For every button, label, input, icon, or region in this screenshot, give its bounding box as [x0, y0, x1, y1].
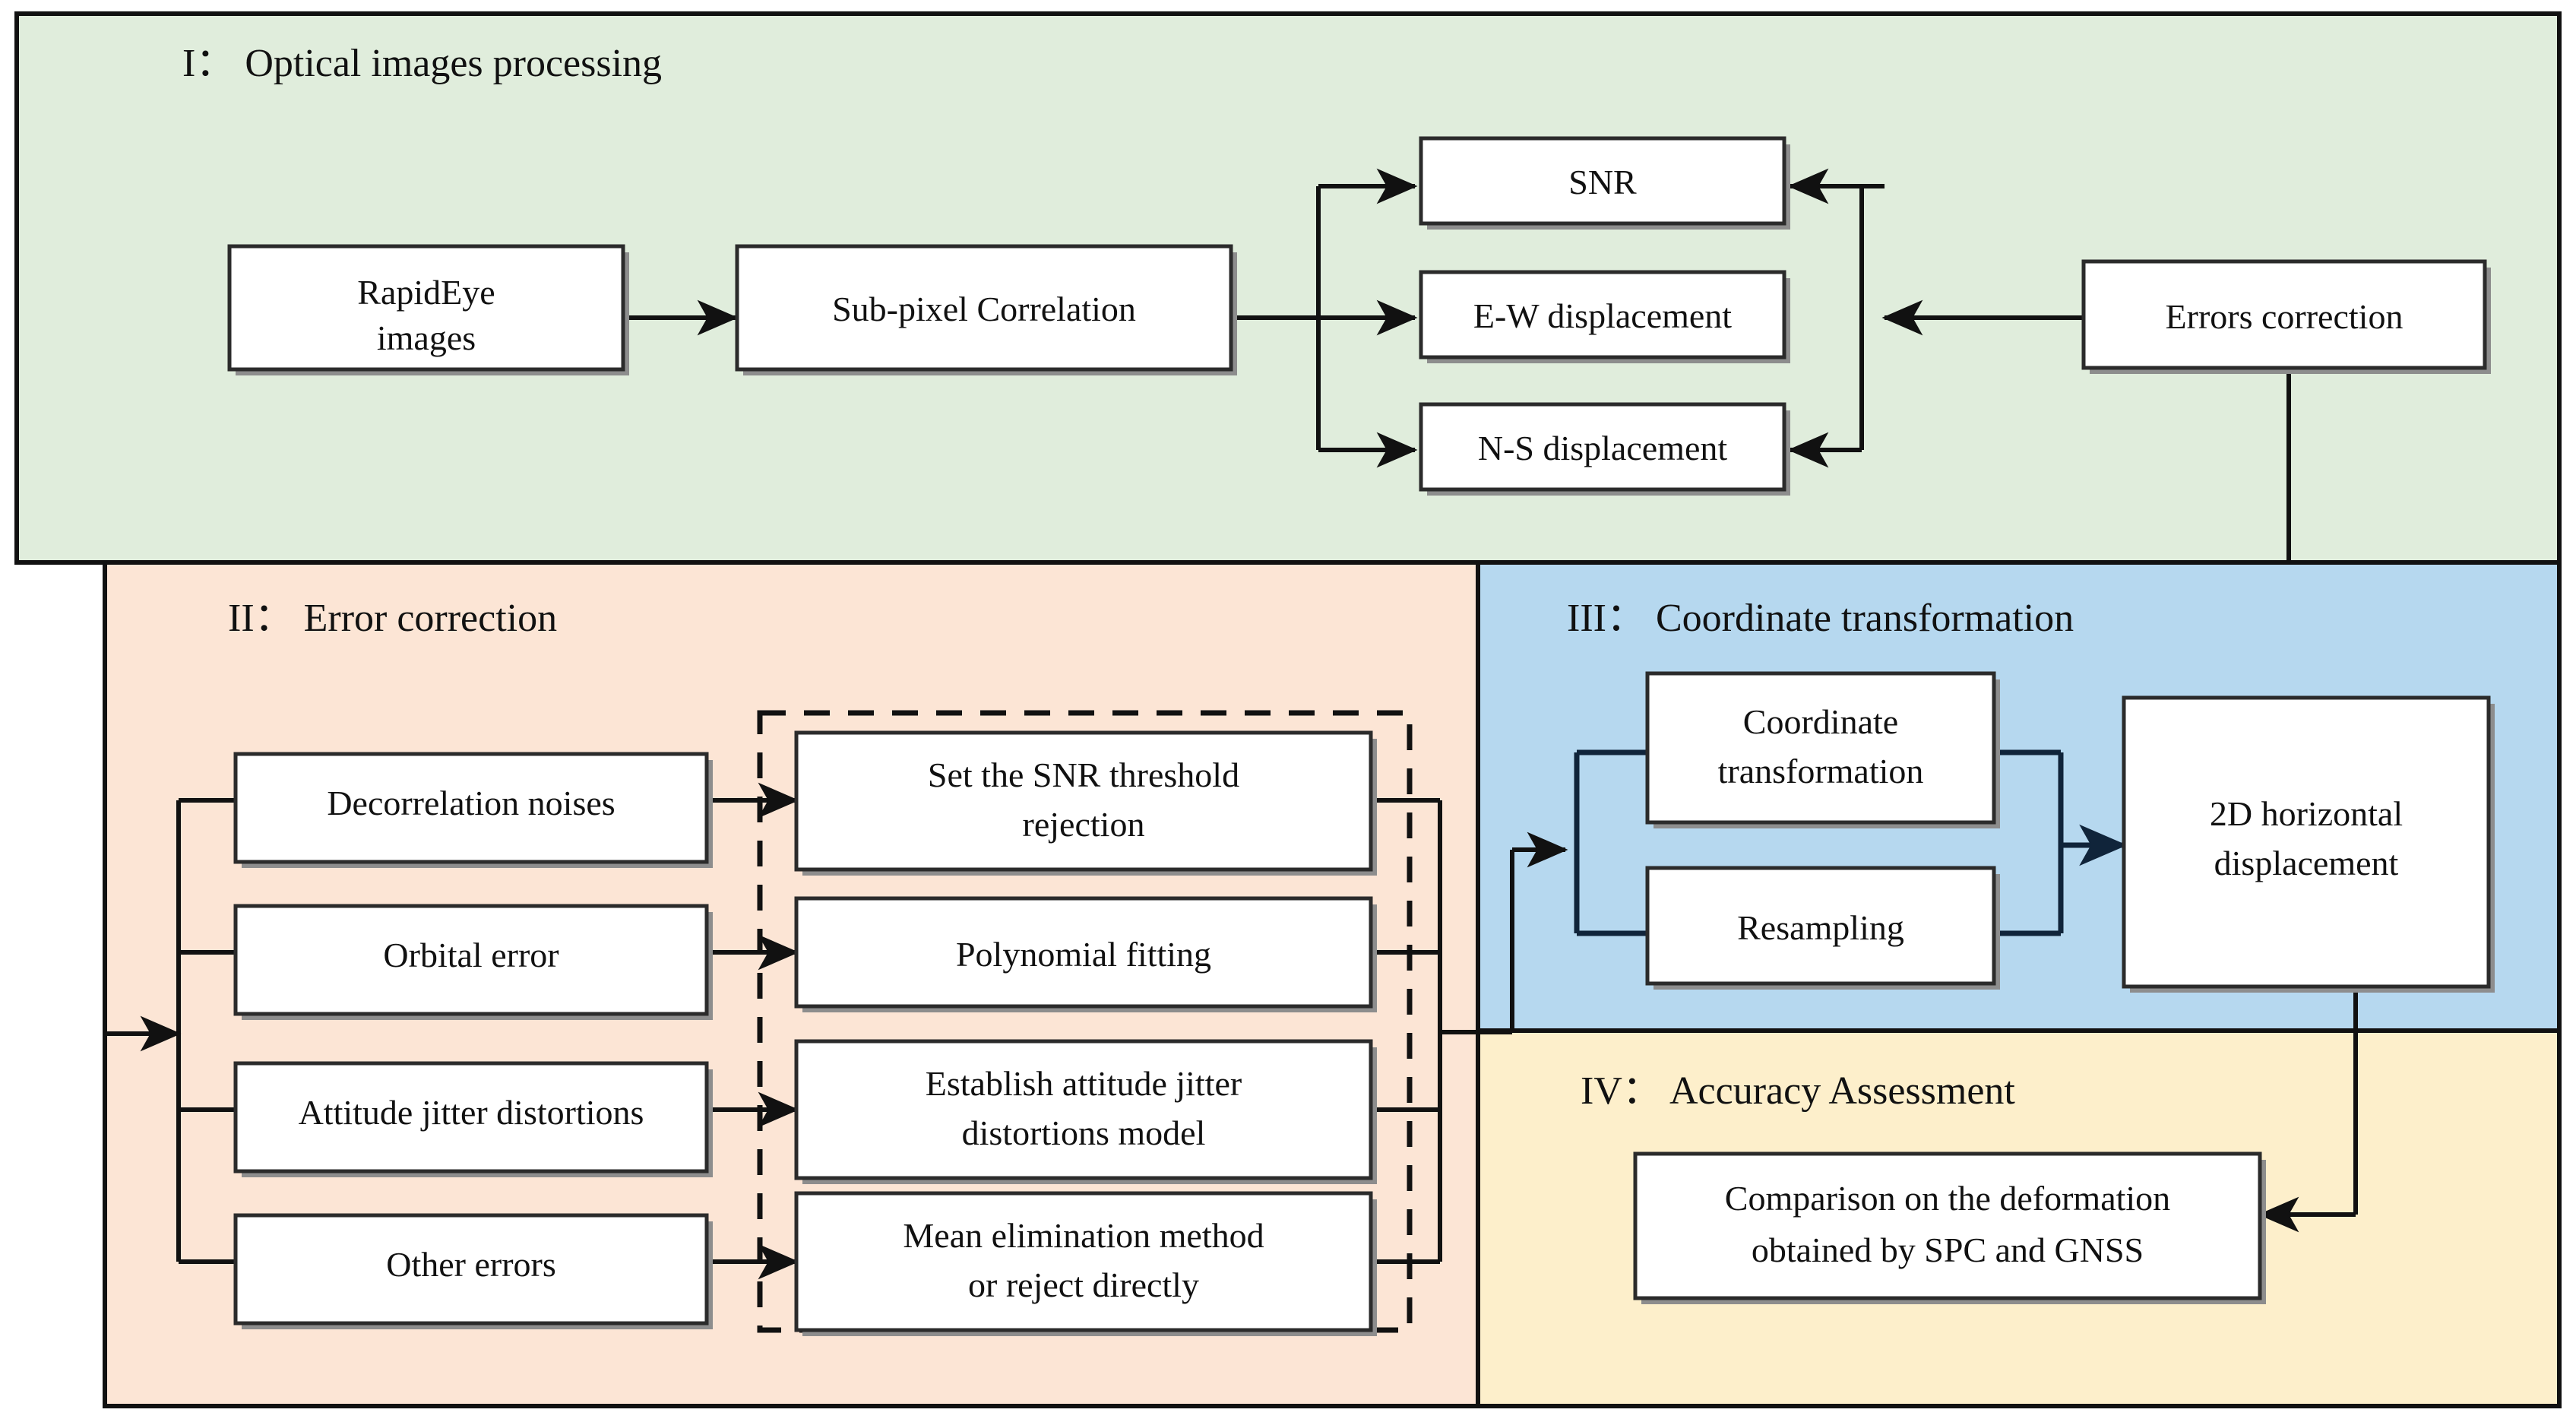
node-label: Decorrelation noises — [327, 784, 615, 822]
node-label: distortions model — [962, 1113, 1206, 1152]
node-label: obtained by SPC and GNSS — [1752, 1231, 2144, 1269]
node-ew-displacement[interactable]: E-W displacement — [1419, 270, 1790, 363]
node-label: N-S displacement — [1478, 429, 1728, 467]
node-set-snr-threshold-rejection[interactable]: Set the SNR threshold rejection — [794, 730, 1377, 876]
node-label: Coordinate — [1743, 702, 1898, 741]
node-label: displacement — [2214, 844, 2399, 882]
node-attitude-jitter-distortions[interactable]: Attitude jitter distortions — [233, 1061, 713, 1177]
node-label: Set the SNR threshold — [928, 755, 1239, 794]
node-coordinate-transformation[interactable]: Coordinate transformation — [1645, 671, 2000, 828]
node-label: or reject directly — [968, 1265, 1199, 1304]
node-label: E-W displacement — [1473, 296, 1732, 335]
node-other-errors[interactable]: Other errors — [233, 1213, 713, 1329]
edges-section-ii — [105, 782, 1512, 1280]
node-label: SNR — [1568, 163, 1637, 201]
panel-title-i: I： Optical images processing — [182, 42, 662, 85]
node-label: rejection — [1023, 805, 1145, 844]
node-label: Establish attitude jitter — [926, 1064, 1242, 1103]
panel-border-iii-iv — [1476, 560, 2562, 1408]
node-label: 2D horizontal — [2210, 794, 2403, 833]
panel-title-iii: III： Coordinate transformation — [1567, 597, 2074, 640]
node-snr[interactable]: SNR — [1419, 136, 1790, 230]
node-decorrelation-noises[interactable]: Decorrelation noises — [233, 752, 713, 868]
node-label: Polynomial fitting — [956, 935, 1211, 974]
node-mean-elimination-method[interactable]: Mean elimination method or reject direct… — [794, 1191, 1377, 1336]
node-errors-correction[interactable]: Errors correction — [2081, 259, 2491, 374]
panel-title-ii: II： Error correction — [228, 597, 557, 640]
node-label: Orbital error — [383, 936, 559, 974]
node-label: Comparison on the deformation — [1725, 1179, 2170, 1218]
node-label: Other errors — [386, 1245, 556, 1284]
node-orbital-error[interactable]: Orbital error — [233, 904, 713, 1020]
node-polynomial-fitting[interactable]: Polynomial fitting — [794, 896, 1377, 1012]
edges-section-iii — [1510, 749, 2358, 1233]
node-2d-horizontal-displacement[interactable]: 2D horizontal displacement — [2122, 695, 2495, 993]
node-label: Sub-pixel Correlation — [832, 290, 1136, 328]
node-label: transformation — [1718, 752, 1924, 790]
node-comparison-spc-gnss[interactable]: Comparison on the deformation obtained b… — [1633, 1151, 2266, 1304]
node-sub-pixel-correlation[interactable]: Sub-pixel Correlation — [735, 244, 1237, 375]
node-label: images — [377, 318, 476, 357]
node-label: RapidEye — [357, 273, 495, 312]
edges-section-i — [629, 168, 2291, 562]
node-establish-attitude-jitter-model[interactable]: Establish attitude jitter distortions mo… — [794, 1039, 1377, 1184]
node-ns-displacement[interactable]: N-S displacement — [1419, 402, 1790, 496]
panel-title-iv: IV： Accuracy Assessment — [1581, 1069, 2015, 1113]
node-rapideye-images[interactable]: RapidEye images — [227, 244, 629, 375]
node-label: Errors correction — [2166, 297, 2404, 336]
node-resampling[interactable]: Resampling — [1645, 866, 2000, 990]
node-label: Resampling — [1737, 908, 1904, 947]
node-label: Mean elimination method — [903, 1216, 1264, 1255]
node-label: Attitude jitter distortions — [299, 1093, 644, 1132]
